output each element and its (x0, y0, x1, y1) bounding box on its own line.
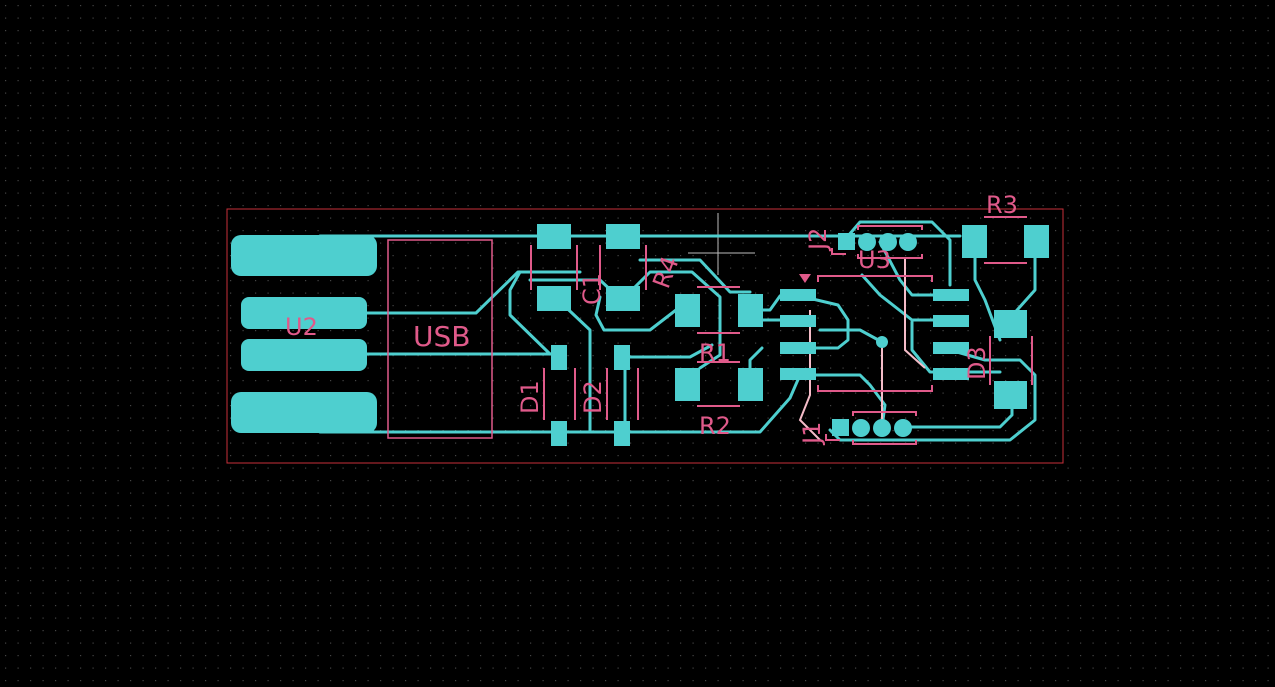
d1-pad-2 (551, 421, 567, 446)
c1-pad-1 (537, 224, 571, 249)
silkscreen (530, 216, 1033, 445)
d3-pad-1 (994, 310, 1027, 338)
j1-pin-2 (852, 419, 870, 437)
j1-pin-4 (894, 419, 912, 437)
r3-pad-1 (962, 225, 987, 258)
u3-pin-8 (933, 289, 969, 301)
r1-pad-1 (675, 294, 700, 327)
usb-pad-dplus (241, 339, 367, 371)
trace (318, 373, 802, 434)
crosshair-cursor (688, 213, 755, 275)
u3-pin-6 (933, 342, 969, 354)
smd-pads[interactable] (537, 224, 1049, 446)
label-c1: C1 (578, 273, 606, 305)
u3-pin-5 (933, 368, 969, 380)
usb-silk-outline (387, 239, 493, 439)
trace (846, 220, 952, 287)
d2-pad-1 (614, 345, 630, 370)
j2-pin-2 (858, 233, 876, 251)
u3-pin-4 (780, 368, 816, 380)
label-r2: R2 (699, 412, 731, 440)
d3-pad-2 (994, 381, 1027, 409)
trace (508, 270, 552, 356)
usb-label: USB (413, 320, 470, 353)
r3-pad-2 (1024, 225, 1049, 258)
d2-pad-2 (614, 421, 630, 446)
u3-pin-2 (780, 315, 816, 327)
r1-pad-2 (738, 294, 763, 327)
trace (638, 258, 752, 294)
usb-pad-gnd (231, 235, 377, 276)
r2-pad-2 (738, 368, 763, 401)
r4-pad-1 (606, 224, 640, 249)
j2-pin-1 (838, 233, 855, 250)
usb-edge-connector[interactable] (231, 235, 377, 433)
trace (860, 273, 952, 322)
label-j2: J2 (804, 228, 832, 252)
j2-pin-4 (899, 233, 917, 251)
pin1-marker (799, 274, 811, 283)
u3-pin-1 (780, 289, 816, 301)
trace (973, 238, 1002, 342)
board-outline[interactable] (226, 208, 1064, 464)
via (876, 336, 888, 348)
j2-pin-3 (879, 233, 897, 251)
label-d2: D2 (579, 380, 607, 414)
label-r3: R3 (986, 191, 1018, 219)
label-r1: R1 (699, 339, 731, 367)
trace (363, 270, 582, 315)
trace (620, 343, 714, 359)
usb-pad-vbus (231, 392, 377, 433)
j1-pin-1 (832, 419, 849, 436)
label-d1: D1 (516, 380, 544, 414)
label-d3: D3 (963, 346, 991, 380)
u3-pin-3 (780, 342, 816, 354)
r2-pad-1 (675, 368, 700, 401)
r4-pad-2 (606, 286, 640, 311)
usb-pad-dminus (241, 297, 367, 329)
trace (594, 295, 678, 332)
j1-pin-3 (873, 419, 891, 437)
u3-pin-7 (933, 315, 969, 327)
trace (818, 328, 884, 344)
label-j1: J1 (798, 422, 826, 446)
c1-pad-2 (537, 286, 571, 311)
d1-pad-1 (551, 345, 567, 370)
label-u3: U3 (858, 246, 891, 274)
connector-label: U2 (285, 313, 318, 341)
